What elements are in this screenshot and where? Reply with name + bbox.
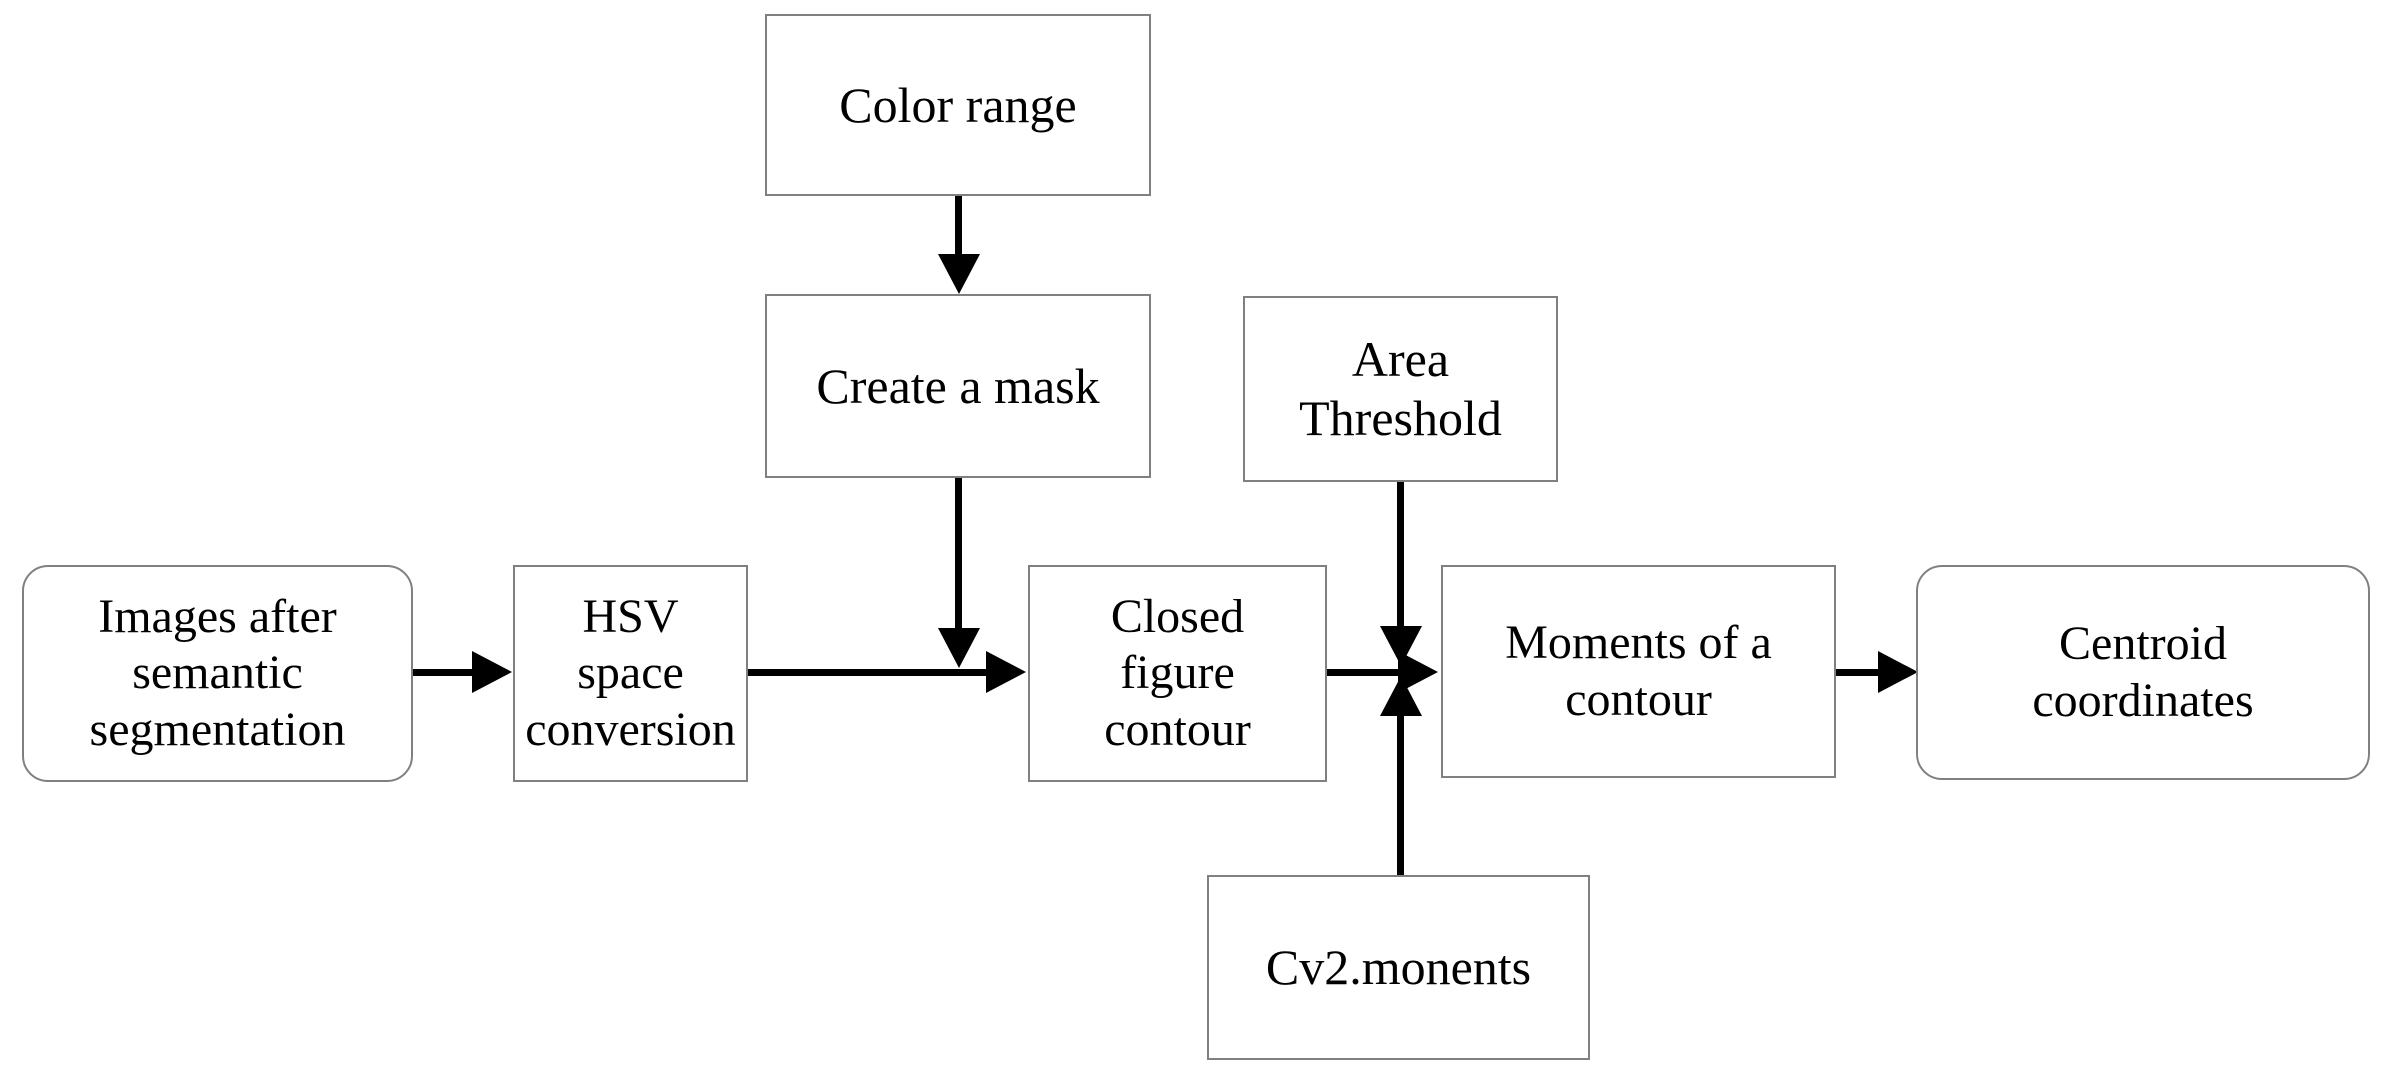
- edge-create-mask-to-closed-contour-line: [955, 478, 962, 628]
- node-centroid-coordinates-label: Centroid coordinates: [2032, 616, 2254, 727]
- edge-hsv-to-closed-contour-line: [748, 669, 990, 676]
- node-color-range-label: Color range: [839, 76, 1077, 133]
- edge-area-threshold-to-moments-line: [1397, 482, 1404, 630]
- edge-color-range-to-create-mask-arrowhead: [938, 254, 980, 294]
- edge-moments-to-centroid-line: [1836, 669, 1882, 676]
- node-moments-of-a-contour-label: Moments of a contour: [1505, 615, 1772, 726]
- edge-moments-to-centroid-arrowhead: [1878, 651, 1918, 693]
- edge-images-to-hsv-line: [413, 669, 476, 676]
- node-closed-figure-contour-label: Closed figure contour: [1104, 589, 1251, 756]
- node-images-after-semantic-segmentation-label: Images after semantic segmentation: [89, 589, 346, 756]
- node-cv2-monents-label: Cv2.monents: [1265, 939, 1532, 995]
- edge-create-mask-to-closed-contour-arrowhead: [938, 628, 980, 668]
- node-area-threshold[interactable]: Area Threshold: [1243, 296, 1558, 482]
- edge-images-to-hsv-arrowhead: [472, 651, 512, 693]
- edge-hsv-to-closed-contour-arrowhead: [986, 651, 1026, 693]
- node-hsv-space-conversion[interactable]: HSV space conversion: [513, 565, 748, 782]
- node-create-a-mask-label: Create a mask: [816, 357, 1100, 414]
- node-hsv-space-conversion-label: HSV space conversion: [525, 589, 736, 756]
- node-moments-of-a-contour[interactable]: Moments of a contour: [1441, 565, 1836, 778]
- node-create-a-mask[interactable]: Create a mask: [765, 294, 1151, 478]
- edge-cv2-moments-to-moments-line: [1397, 710, 1404, 875]
- edge-closed-contour-to-moments-line: [1327, 669, 1402, 676]
- node-area-threshold-label: Area Threshold: [1299, 331, 1502, 446]
- edge-color-range-to-create-mask-line: [955, 196, 962, 258]
- node-centroid-coordinates[interactable]: Centroid coordinates: [1916, 565, 2370, 780]
- edge-area-threshold-to-moments-arrowhead: [1380, 626, 1422, 666]
- node-cv2-monents[interactable]: Cv2.monents: [1207, 875, 1590, 1060]
- node-color-range[interactable]: Color range: [765, 14, 1151, 196]
- node-images-after-semantic-segmentation[interactable]: Images after semantic segmentation: [22, 565, 413, 782]
- edge-cv2-moments-to-moments-arrowhead: [1380, 676, 1422, 716]
- node-closed-figure-contour[interactable]: Closed figure contour: [1028, 565, 1327, 782]
